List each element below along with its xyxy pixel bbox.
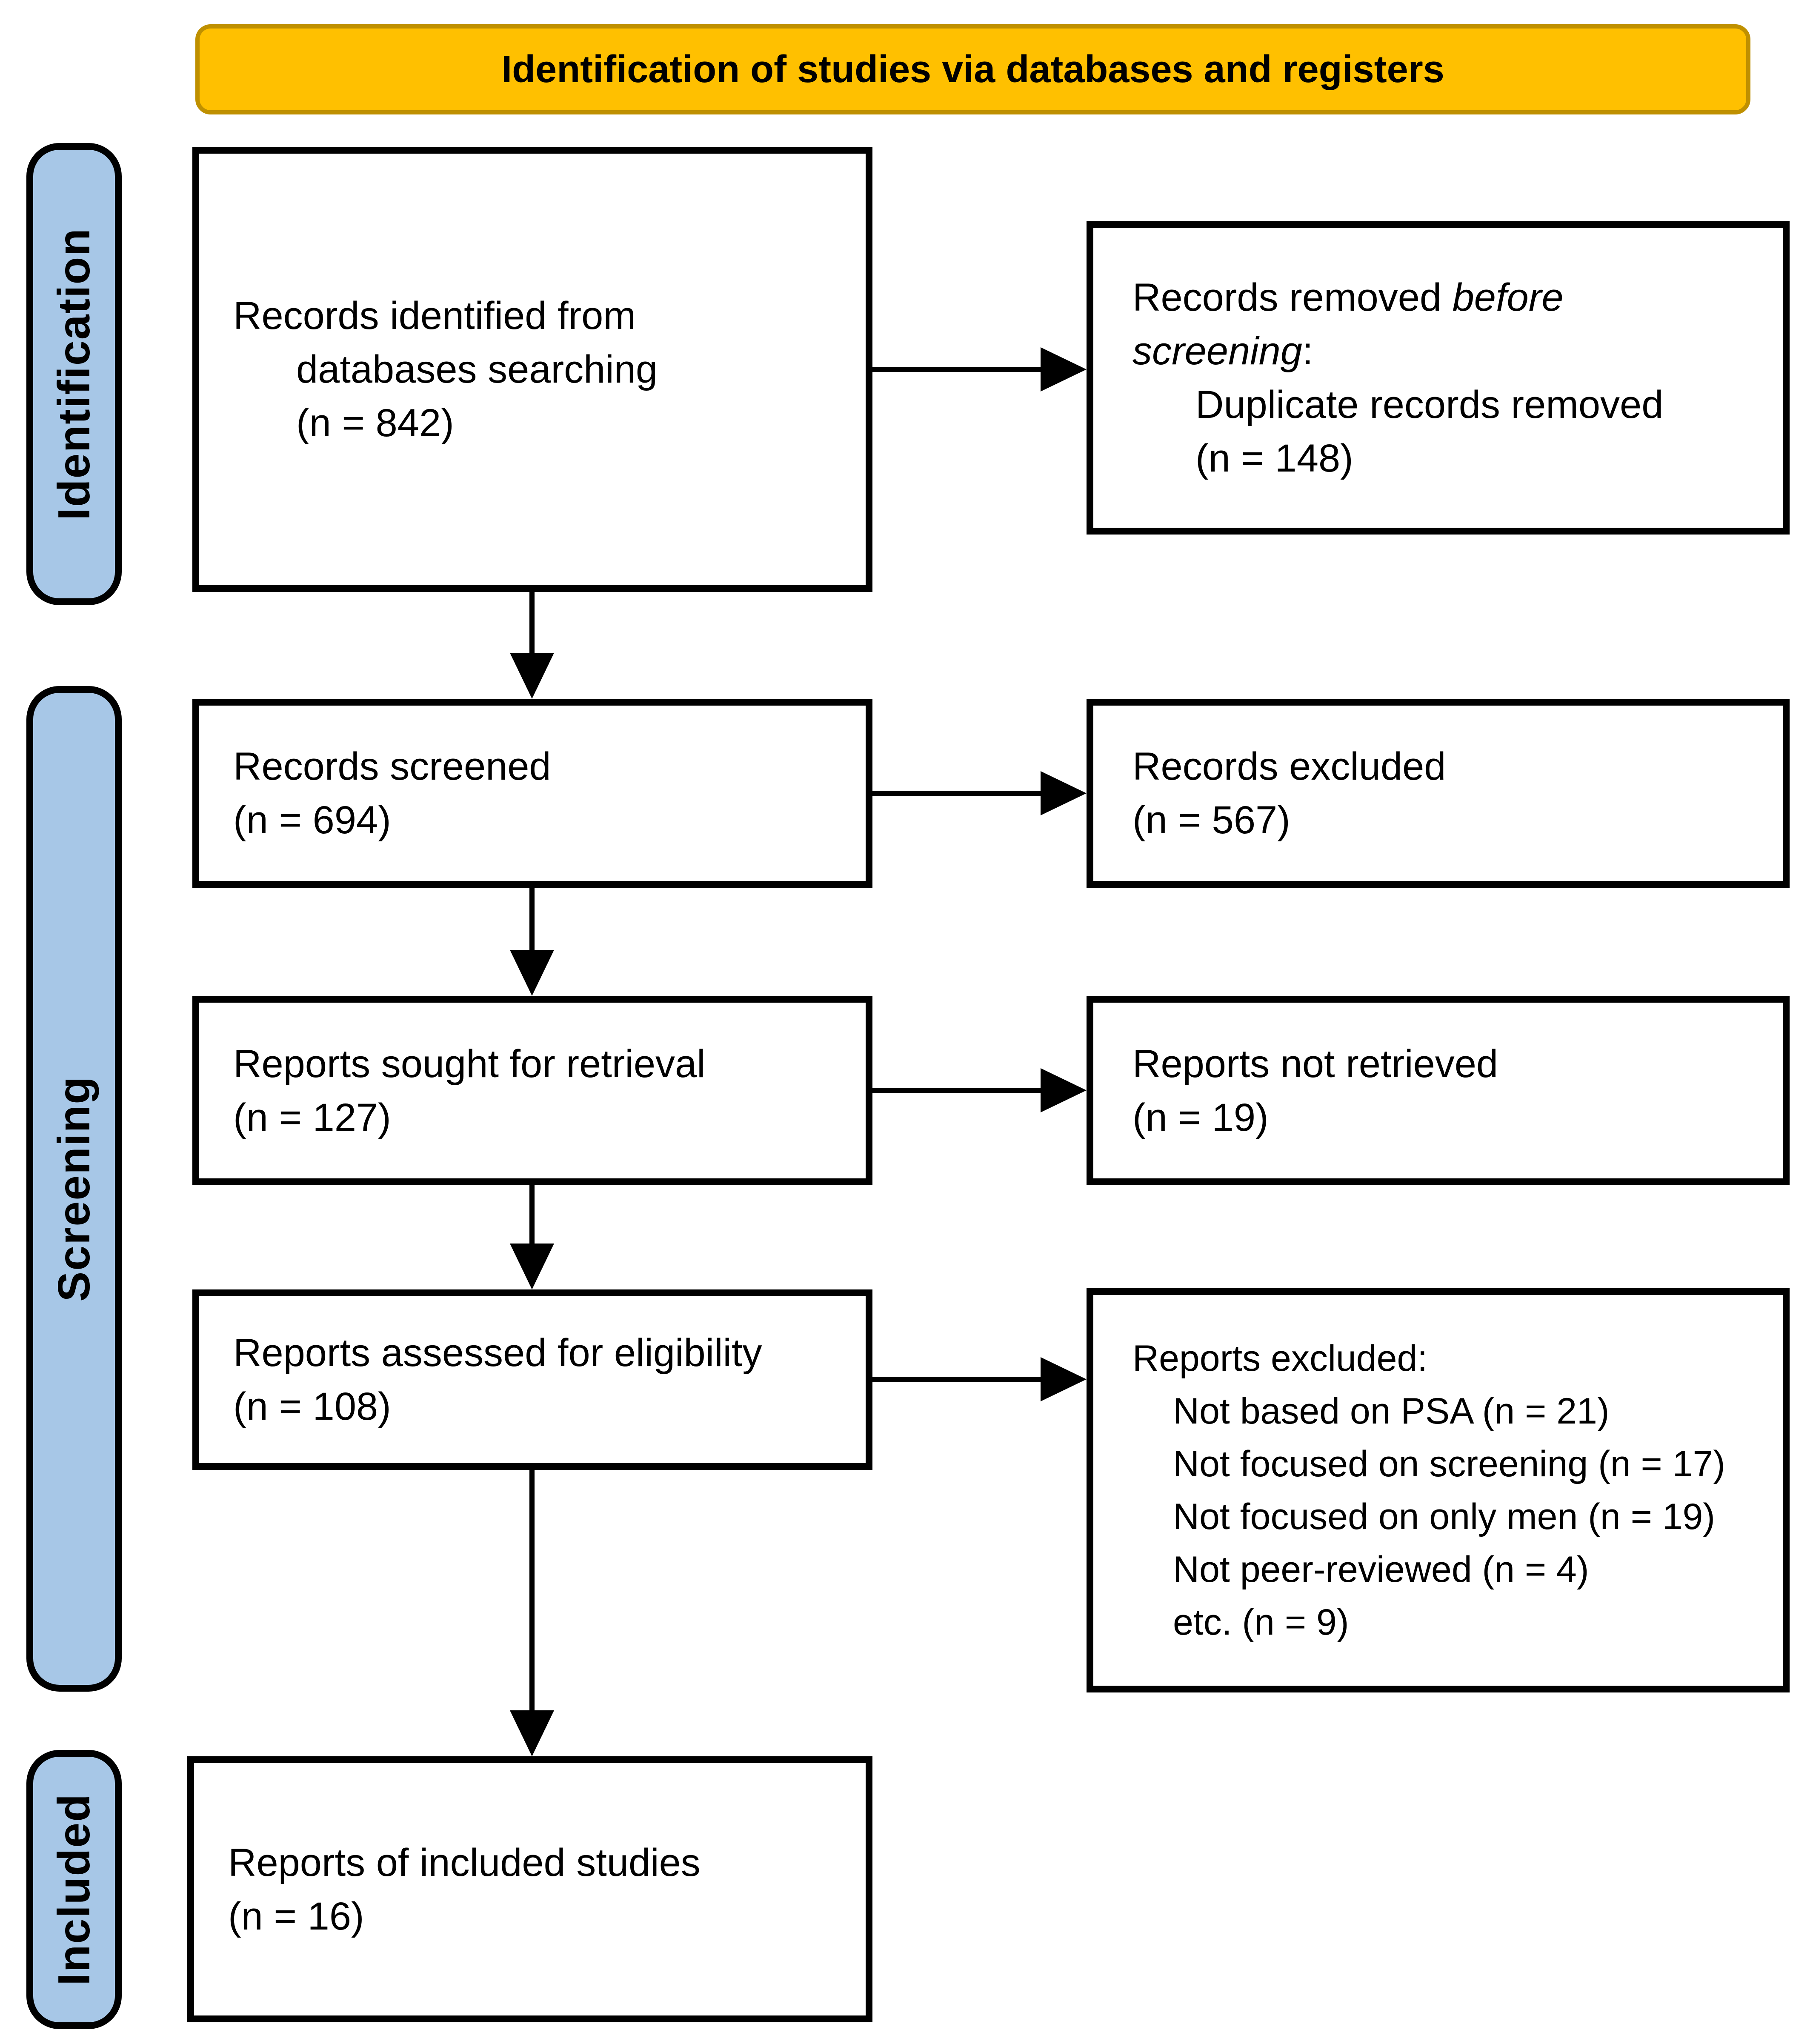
arrow-down-head-icon xyxy=(510,653,554,699)
reports-excluded-item: etc. (n = 9) xyxy=(1173,1602,1349,1643)
records-removed-line2-colon: : xyxy=(1302,329,1313,373)
records-removed-line2-italic: screening xyxy=(1132,329,1302,373)
title-banner-label: Identification of studies via databases … xyxy=(501,48,1444,91)
arrow-line xyxy=(872,1088,1043,1093)
arrow-down-head-icon xyxy=(510,1244,554,1289)
reports-excluded-header: Reports excluded: xyxy=(1132,1338,1428,1379)
stage-included: Included xyxy=(26,1750,122,2029)
arrow-line xyxy=(529,1469,535,1714)
records-removed-line1: Records removed before xyxy=(1132,271,1774,324)
box-records-identified: Records identified from databases search… xyxy=(192,147,872,592)
box-records-removed: Records removed before screening: Duplic… xyxy=(1087,221,1790,535)
reports-excluded-item: Not focused on only men (n = 19) xyxy=(1173,1496,1716,1537)
stage-identification: Identification xyxy=(26,143,122,605)
reports-assessed-count: (n = 108) xyxy=(233,1385,391,1428)
box-reports-sought: Reports sought for retrieval (n = 127) xyxy=(192,996,872,1185)
box-reports-not-retrieved: Reports not retrieved (n = 19) xyxy=(1087,996,1790,1185)
stage-screening: Screening xyxy=(26,686,122,1692)
reports-sought-line1: Reports sought for retrieval xyxy=(233,1042,706,1086)
arrow-right-head-icon xyxy=(1041,771,1087,815)
arrow-line xyxy=(872,791,1043,796)
arrow-line xyxy=(529,1185,535,1247)
records-removed-line2: screening: xyxy=(1132,324,1774,378)
box-records-screened: Records screened (n = 694) xyxy=(192,699,872,888)
arrow-line xyxy=(529,592,535,656)
arrow-line xyxy=(529,888,535,952)
arrow-down-head-icon xyxy=(510,1710,554,1756)
box-reports-included: Reports of included studies (n = 16) xyxy=(187,1756,872,2022)
stage-identification-label: Identification xyxy=(49,228,99,520)
records-removed-count: (n = 148) xyxy=(1195,437,1353,480)
arrow-right-head-icon xyxy=(1041,347,1087,392)
reports-assessed-line1: Reports assessed for eligibility xyxy=(233,1331,762,1375)
stage-included-label: Included xyxy=(49,1793,99,1986)
records-excluded-count: (n = 567) xyxy=(1132,798,1290,842)
records-excluded-line1: Records excluded xyxy=(1132,745,1446,788)
reports-excluded-item: Not focused on screening (n = 17) xyxy=(1173,1444,1725,1484)
reports-not-retrieved-count: (n = 19) xyxy=(1132,1095,1269,1139)
box-records-excluded: Records excluded (n = 567) xyxy=(1087,699,1790,888)
reports-sought-count: (n = 127) xyxy=(233,1095,391,1139)
records-removed-line1-normal: Records removed xyxy=(1132,276,1453,319)
reports-excluded-item: Not peer-reviewed (n = 4) xyxy=(1173,1549,1589,1590)
arrow-right-head-icon xyxy=(1041,1068,1087,1112)
arrow-line xyxy=(872,367,1043,372)
reports-excluded-item: Not based on PSA (n = 21) xyxy=(1173,1391,1610,1432)
arrow-right-head-icon xyxy=(1041,1357,1087,1401)
reports-included-line1: Reports of included studies xyxy=(228,1841,701,1884)
reports-included-count: (n = 16) xyxy=(228,1894,364,1938)
records-identified-count: (n = 842) xyxy=(296,401,454,445)
stage-screening-label: Screening xyxy=(49,1076,99,1302)
arrow-down-head-icon xyxy=(510,950,554,996)
records-removed-line1-italic: before xyxy=(1452,276,1564,319)
arrow-line xyxy=(872,1377,1043,1382)
title-banner: Identification of studies via databases … xyxy=(195,24,1750,114)
box-reports-assessed: Reports assessed for eligibility (n = 10… xyxy=(192,1289,872,1470)
records-screened-line1: Records screened xyxy=(233,745,551,788)
records-identified-line2: databases searching xyxy=(296,348,658,391)
records-screened-count: (n = 694) xyxy=(233,798,391,842)
records-identified-line1: Records identified from xyxy=(233,294,636,337)
reports-not-retrieved-line1: Reports not retrieved xyxy=(1132,1042,1498,1086)
box-reports-excluded: Reports excluded: Not based on PSA (n = … xyxy=(1087,1288,1790,1692)
records-removed-reason: Duplicate records removed xyxy=(1195,383,1664,426)
